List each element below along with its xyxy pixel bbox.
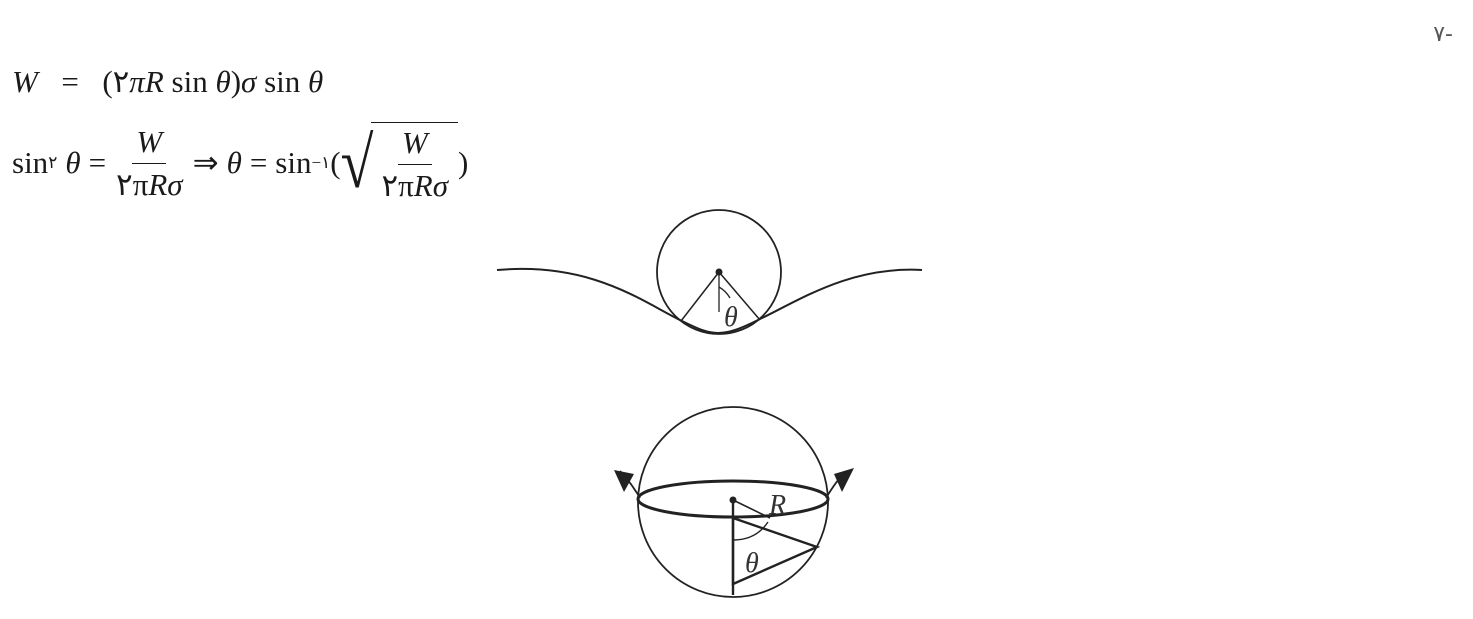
fraction-numerator: W <box>397 125 432 165</box>
symbol-theta: θ <box>308 64 324 99</box>
radical-sign: √ <box>340 123 374 203</box>
open-paren-coeff: (۲ <box>102 64 130 99</box>
sin-function: sin <box>264 64 301 99</box>
radius-line-left <box>680 271 720 322</box>
close-paren: ) <box>230 64 242 99</box>
symbol-theta: θ <box>65 145 81 180</box>
implies-arrow: ⇒ <box>192 145 219 180</box>
center-dot <box>715 268 723 276</box>
symbol-r: R <box>144 64 164 99</box>
figure-sphere-on-surface <box>496 209 923 335</box>
denominator-variables: Rσ <box>413 168 449 203</box>
symbol-sigma: σ <box>241 64 257 99</box>
sin-function: sin <box>12 145 49 180</box>
sin-function: sin <box>171 64 208 99</box>
arcsin-function: sin <box>275 145 312 180</box>
angle-arc <box>718 286 731 299</box>
denominator-coefficient: ۲π <box>116 166 149 202</box>
square-root: √ W ۲πRσ <box>340 122 459 204</box>
close-paren: ) <box>458 145 469 180</box>
inverse-power: −۱ <box>311 153 331 172</box>
angle-arc <box>732 521 769 541</box>
symbol-w: W <box>12 64 38 99</box>
page-number: -۷ <box>1433 22 1453 47</box>
liquid-surface-curve <box>496 267 923 335</box>
arrow-head-right-icon <box>834 468 854 492</box>
center-dot <box>729 496 737 504</box>
equation-weight-balance: W = (۲πR sin θ)σ sin θ <box>12 64 323 100</box>
radicand: W ۲πRσ <box>371 122 459 204</box>
power-two: ۲ <box>48 153 58 172</box>
symbol-pi: π <box>129 64 145 99</box>
open-paren: ( <box>330 145 341 180</box>
fraction-denominator: ۲πRσ <box>112 164 187 203</box>
triangle-radius <box>731 516 821 586</box>
fraction-numerator: W <box>132 124 167 164</box>
fraction: W ۲πRσ <box>377 125 452 204</box>
fraction-denominator: ۲πRσ <box>377 165 452 204</box>
sphere-circle <box>656 209 782 335</box>
equals-sign: = <box>88 145 107 180</box>
equals-sign: = <box>61 64 79 99</box>
ring-radius-line <box>732 499 771 519</box>
figure-contact-ring <box>614 406 854 598</box>
denominator-variables: Rσ <box>148 166 183 202</box>
angle-label-top: θ <box>724 302 738 333</box>
radius-line-right <box>718 271 761 321</box>
radius-label: R <box>768 490 786 521</box>
symbol-theta: θ <box>226 145 242 180</box>
fraction: W ۲πRσ <box>112 124 187 203</box>
equals-sign: = <box>249 145 268 180</box>
symbol-theta: θ <box>215 64 231 99</box>
arrow-head-left-icon <box>614 470 634 492</box>
denominator-coefficient: ۲π <box>381 168 414 203</box>
angle-label-bottom: θ <box>745 548 759 579</box>
